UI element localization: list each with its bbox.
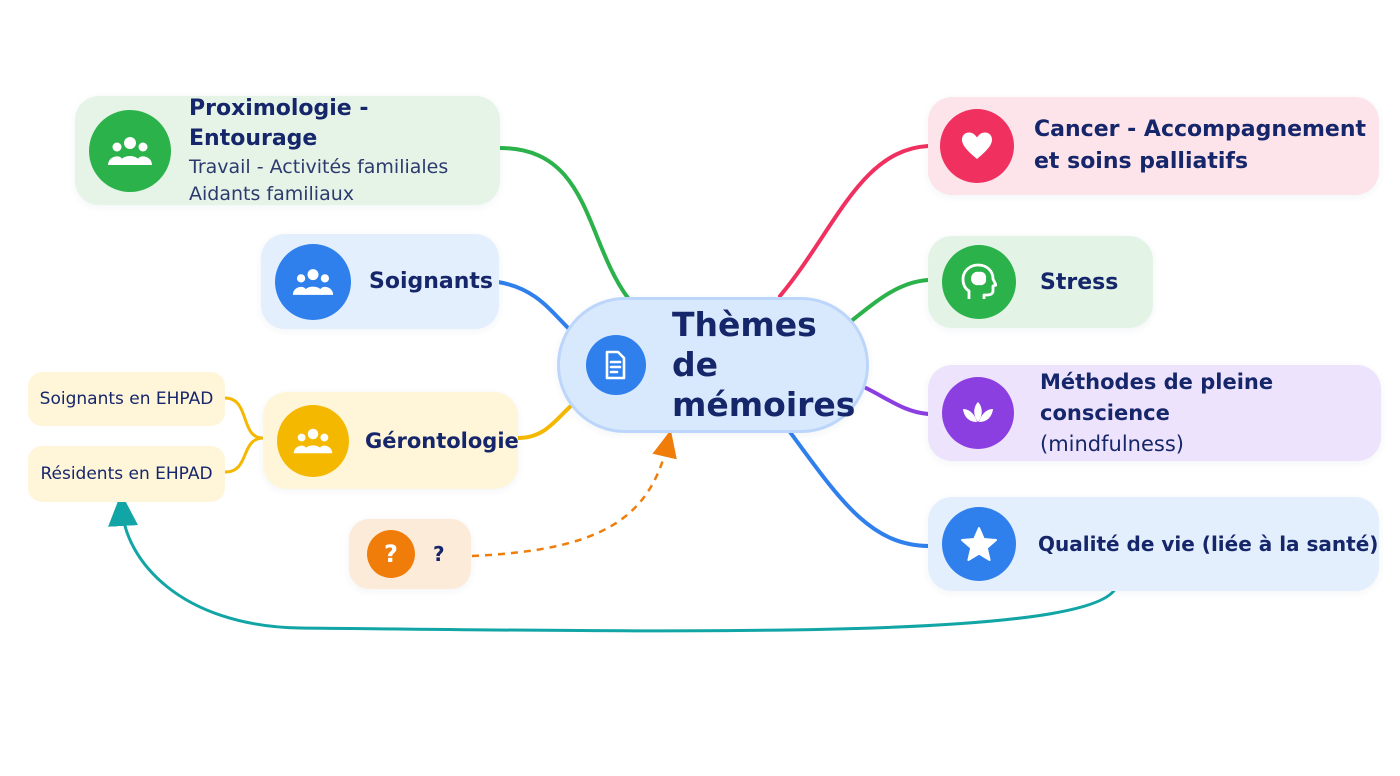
edge-leaf-bottom [223, 436, 264, 474]
lotus-icon [942, 377, 1014, 449]
edge-stress [848, 278, 930, 324]
mindfulness-title-line2: (mindfulness) [1040, 431, 1184, 456]
node-stress[interactable]: Stress [928, 236, 1153, 328]
proximologie-sub1: Travail - Activités familiales [189, 155, 449, 178]
node-qualite[interactable]: Qualité de vie (liée à la santé) [928, 497, 1379, 591]
stress-title: Stress [1040, 269, 1119, 295]
center-title-line2: mémoires [672, 385, 856, 424]
people-group-icon [89, 109, 171, 192]
cancer-title-line2: et soins palliatifs [1034, 149, 1249, 174]
people-group-icon [277, 404, 349, 477]
node-cancer[interactable]: Cancer - Accompagnement et soins palliat… [928, 97, 1379, 195]
mindfulness-title-line1: Méthodes de pleine conscience [1040, 369, 1274, 425]
center-title-line1: Thèmes de [672, 305, 817, 384]
heart-icon [940, 109, 1014, 183]
center-node[interactable]: Thèmes de mémoires [557, 297, 869, 433]
proximologie-title: Proximologie - Entourage [189, 95, 369, 151]
document-icon [586, 335, 646, 395]
node-gerontologie[interactable]: Gérontologie [263, 392, 519, 489]
unknown-title: ? [433, 542, 445, 566]
people-group-icon [275, 243, 351, 320]
cancer-title-line1: Cancer - Accompagnement [1034, 117, 1367, 142]
qualite-title: Qualité de vie (liée à la santé) [1038, 532, 1379, 556]
edge-qualite-to-residents [108, 493, 1119, 633]
node-mindfulness[interactable]: Méthodes de pleine conscience (mindfulne… [928, 365, 1381, 461]
edge-mindfulness [864, 386, 930, 416]
question-icon: ? [367, 530, 415, 578]
leaf-residents-ehpad[interactable]: Résidents en EHPAD [28, 446, 225, 502]
leaf-soignants-ehpad[interactable]: Soignants en EHPAD [28, 372, 225, 426]
edge-cancer [778, 144, 930, 298]
soignants-title: Soignants [369, 269, 494, 294]
edge-proximologie [498, 146, 630, 300]
edge-soignants [496, 280, 572, 332]
edge-leaf-top [223, 396, 264, 440]
node-proximologie[interactable]: Proximologie - Entourage Travail - Activ… [75, 96, 500, 205]
edge-qualite [788, 430, 930, 548]
edge-gerontologie [516, 403, 574, 440]
node-unknown[interactable]: ? ? [349, 519, 471, 589]
node-soignants[interactable]: Soignants [261, 234, 499, 329]
gerontologie-title: Gérontologie [365, 428, 519, 453]
proximologie-sub2: Aidants familiaux [189, 182, 355, 205]
brain-head-icon [942, 245, 1016, 319]
star-icon [942, 507, 1016, 581]
edge-unknown [471, 429, 677, 558]
